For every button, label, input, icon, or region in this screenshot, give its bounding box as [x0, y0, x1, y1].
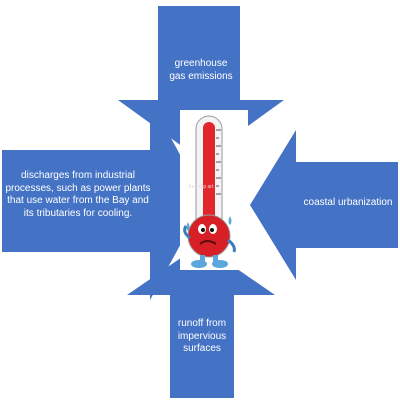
label-runoff-impervious-surfaces: runoff from impervious surfaces [177, 318, 227, 354]
label-greenhouse-gas-emissions: greenhouse gas emissions [169, 58, 233, 82]
label-coastal-urbanization: coastal urbanization [303, 197, 393, 208]
arrow-right [250, 130, 398, 280]
label-industrial-discharges: discharges from industrial processes, su… [5, 170, 151, 219]
thermometer-character-icon [183, 115, 236, 268]
watermark-text: free clip art [188, 184, 214, 190]
arrow-left [2, 100, 205, 300]
arrow-bottom [127, 244, 275, 398]
